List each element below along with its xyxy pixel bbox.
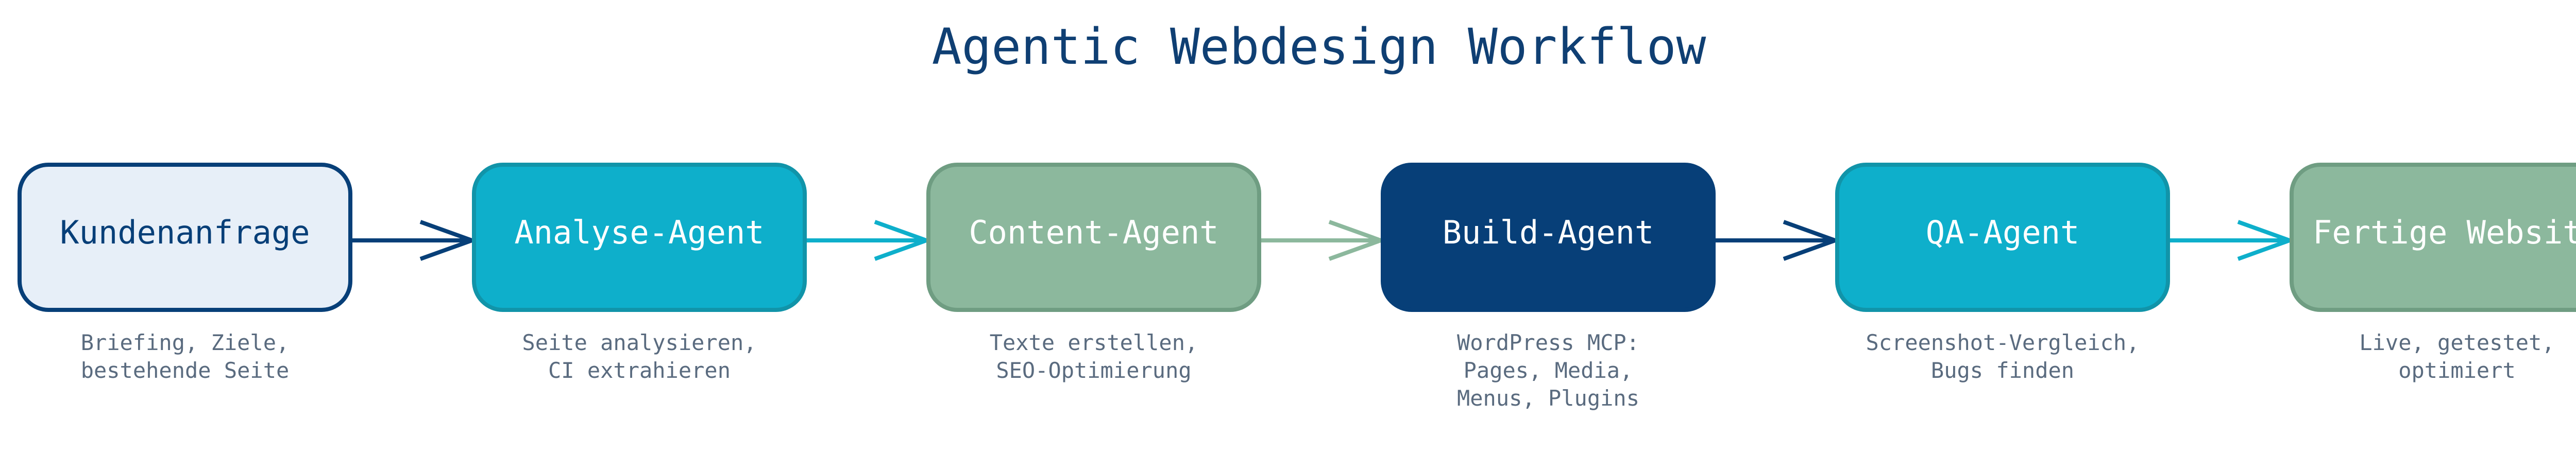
step-label-build-agent: Build-Agent [1443,214,1654,251]
arrow-qa-agent-to-fertige-website [2170,220,2296,261]
step-box-content-agent [926,163,1261,312]
step-desc-build-agent: Pages, Media, [1464,358,1633,383]
step-label-kundenanfrage: Kundenanfrage [60,214,310,251]
step-desc-content-agent: SEO-Optimierung [996,358,1191,383]
step-desc-build-agent: WordPress MCP: [1457,330,1639,355]
step-box-analyse-agent [472,163,807,312]
step-desc-kundenanfrage: bestehende Seite [81,358,290,383]
step-desc-fertige-website: optimiert [2398,358,2516,383]
step-desc-build-agent: Menus, Plugins [1457,386,1639,411]
step-box-kundenanfrage [18,163,352,312]
step-box-build-agent [1381,163,1716,312]
step-desc-fertige-website: Live, getestet, [2359,330,2554,355]
step-label-qa-agent: QA-Agent [1926,214,2080,251]
step-desc-content-agent: Texte erstellen, [990,330,1198,355]
step-desc-qa-agent: Bugs finden [1931,358,2074,383]
arrow-analyse-agent-to-content-agent [807,220,933,261]
step-desc-qa-agent: Screenshot-Vergleich, [1866,330,2139,355]
step-label-analyse-agent: Analyse-Agent [514,214,764,251]
diagram-title: Agentic Webdesign Workflow [932,18,1706,76]
arrow-content-agent-to-build-agent [1261,220,1387,261]
step-label-fertige-website: Fertige Website [2313,214,2576,251]
step-desc-analyse-agent: Seite analysieren, [522,330,756,355]
step-desc-kundenanfrage: Briefing, Ziele, [81,330,290,355]
step-desc-analyse-agent: CI extrahieren [548,358,731,383]
step-box-qa-agent [1835,163,2170,312]
arrow-build-agent-to-qa-agent [1716,220,1841,261]
arrow-kundenanfrage-to-analyse-agent [352,220,478,261]
step-box-fertige-website [2290,163,2576,312]
step-label-content-agent: Content-Agent [969,214,1218,251]
